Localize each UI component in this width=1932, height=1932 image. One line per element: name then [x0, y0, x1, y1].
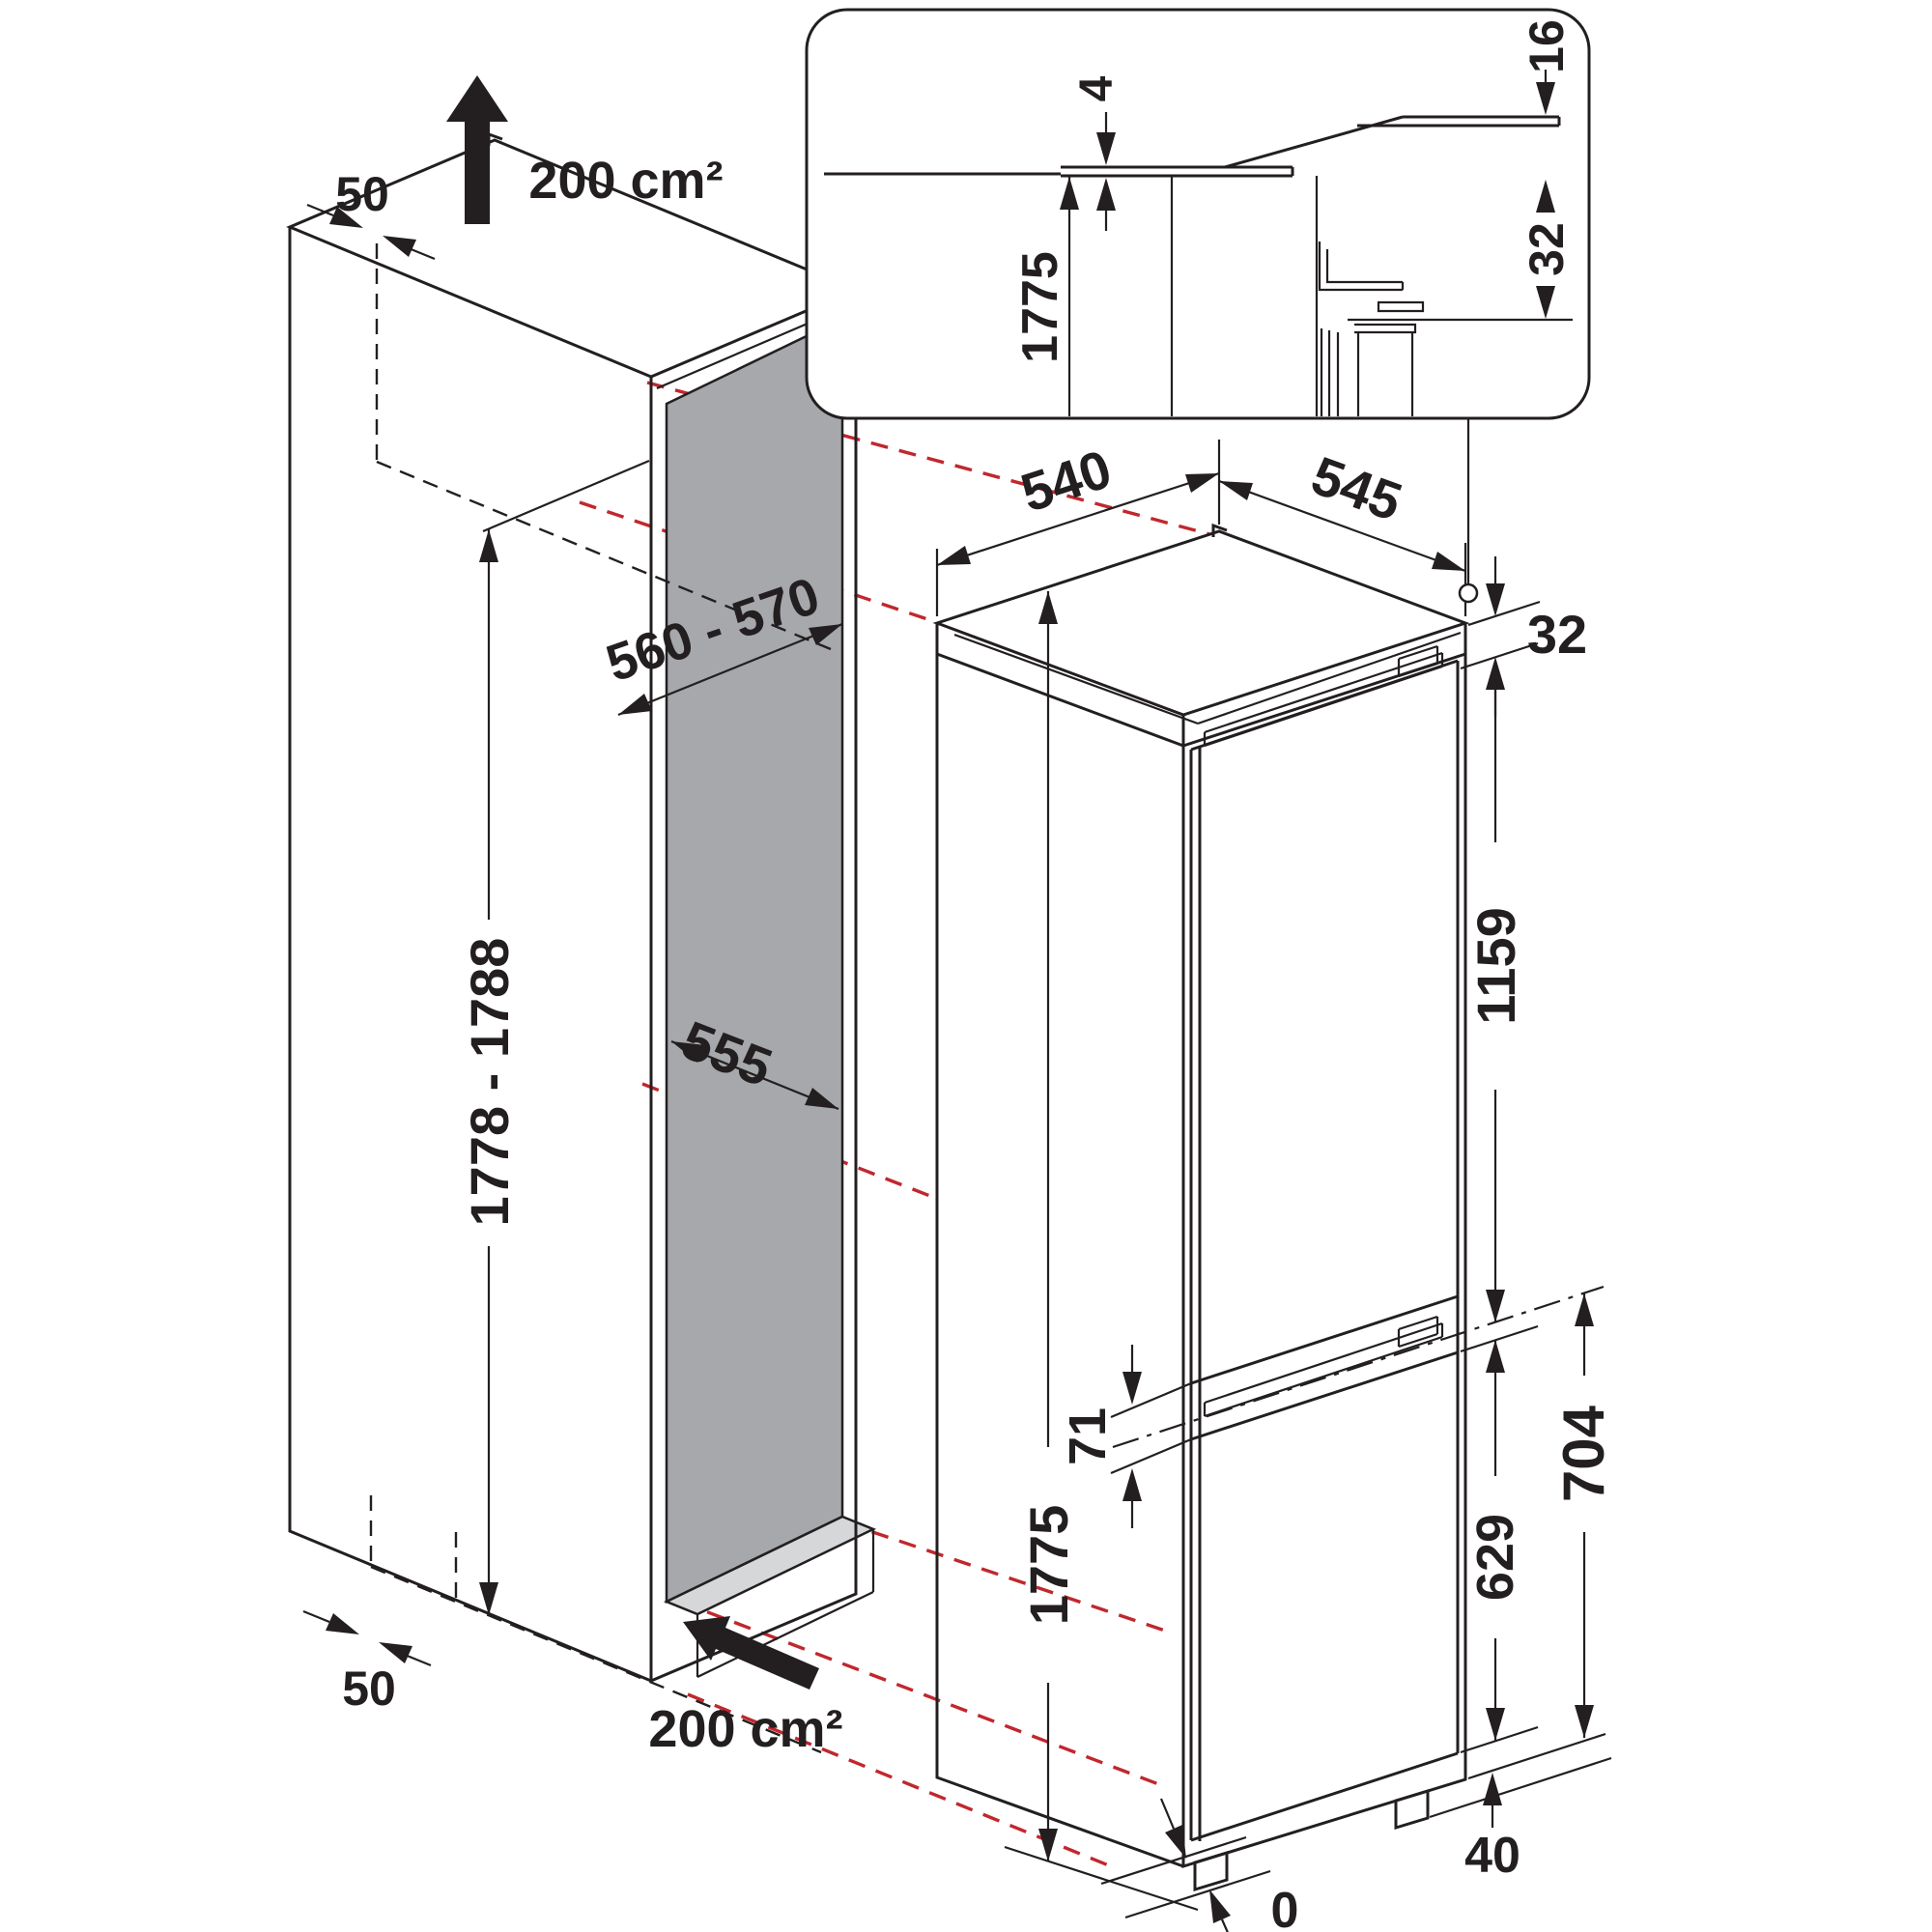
inset-reference-circle	[1458, 582, 1479, 604]
dim-arrows	[1486, 583, 1505, 690]
dim-arrows	[326, 1613, 412, 1663]
fridge-height-label: 1775	[1018, 1505, 1079, 1626]
dim-arrows	[1165, 1825, 1231, 1923]
dim-ext	[1460, 600, 1541, 670]
niche-back-panel	[665, 317, 844, 1604]
dim-inset-panel-thickness: 4	[1071, 75, 1122, 231]
vent-up-arrow	[446, 75, 508, 224]
vent-in-arrow	[683, 1616, 819, 1690]
niche-top-vent-label: 200 cm²	[528, 152, 723, 210]
niche-top-clearance-label: 50	[335, 167, 389, 221]
dim-fridge-height: 1775	[1004, 591, 1199, 1912]
dim-fridge-top-recess: 32	[1458, 418, 1587, 717]
inset-fridge-section	[1170, 176, 1573, 416]
dim-arrows	[1219, 481, 1465, 571]
dim-arrows	[618, 624, 842, 715]
dim-ext	[1460, 1324, 1539, 1754]
dim-arrows	[1536, 82, 1555, 115]
dim-arrows	[1122, 1372, 1142, 1501]
lower-door-height-label: 629	[1466, 1514, 1524, 1601]
dim-niche-bottom-vent: 200 cm²	[648, 1616, 843, 1758]
dim-fridge-top-width: 545	[1218, 444, 1467, 616]
fridge-feet	[1193, 1788, 1430, 1892]
fridge-body	[935, 623, 1467, 1869]
dim-arrows	[1060, 177, 1079, 210]
inset-frame	[805, 8, 1591, 420]
inset-panel-thickness-label: 4	[1071, 75, 1122, 101]
plinth-height-label: 40	[1464, 1828, 1520, 1884]
inset-top-recess-label: 32	[1520, 222, 1574, 276]
upper-door-height-label: 1159	[1465, 907, 1526, 1025]
dim-inset-top-recess: 32	[1520, 180, 1574, 319]
inset-top-overlap-label: 16	[1520, 19, 1574, 73]
dim-lower-door-height: 629	[1460, 1324, 1539, 1754]
dim-arrows	[1096, 132, 1116, 211]
dim-plinth-height: 40	[1429, 1756, 1612, 1884]
niche-height-label: 1778 - 1788	[459, 938, 520, 1227]
fridge-top-recess-label: 32	[1527, 604, 1587, 665]
inset-detail: 4 1775 16 32	[805, 8, 1591, 420]
dim-ext	[1100, 1798, 1271, 1932]
dim-inset-top-overlap: 16	[1520, 19, 1574, 115]
dim-arrows	[1483, 1773, 1502, 1805]
niche-hidden-edges	[369, 243, 832, 1754]
dim-arrows	[671, 1041, 838, 1109]
dim-niche-height: 1778 - 1788	[459, 459, 650, 1615]
dim-arrows	[1486, 1290, 1505, 1322]
fridge-handles	[1203, 644, 1444, 1418]
fridge-top-face	[932, 523, 1470, 717]
niche-bottom-vent-label: 200 cm²	[648, 1700, 842, 1758]
niche-figure	[286, 131, 877, 1754]
dim-lower-section-height: 704	[1467, 1293, 1616, 1780]
dim-ext	[1004, 1845, 1199, 1912]
dim-leaders	[306, 203, 436, 261]
dim-line	[617, 622, 843, 717]
dim-ext	[482, 459, 650, 533]
dim-fridge-top-depth: 540	[935, 438, 1221, 616]
dim-niche-top-vent: 200 cm²	[446, 75, 724, 224]
dim-line	[936, 471, 1220, 567]
fridge-top-width-label: 545	[1304, 444, 1409, 532]
dim-front-clearance: 0	[1100, 1798, 1299, 1932]
dim-ext	[1467, 1732, 1606, 1780]
inset-niche-height-label: 1775	[1012, 251, 1068, 363]
dim-arrows	[329, 207, 416, 257]
door-split-centerline	[1112, 1285, 1605, 1449]
dim-arrows	[937, 473, 1219, 565]
lower-section-height-label: 704	[1551, 1405, 1616, 1502]
dim-upper-door-height: 1159	[1465, 690, 1526, 1322]
dim-door-gap: 71	[1059, 1345, 1192, 1528]
dim-ext	[1429, 1756, 1612, 1819]
fridge-figure	[932, 523, 1605, 1892]
fridge-top-recess-lip	[953, 631, 1462, 725]
dim-niche-top-clearance: 50	[306, 167, 436, 261]
dim-ext	[1110, 1381, 1192, 1475]
inset-cabinet-section	[824, 115, 1561, 178]
fridge-doors	[1189, 659, 1460, 1842]
door-gap-label: 71	[1059, 1407, 1117, 1465]
dim-inset-niche-height: 1775	[1012, 177, 1079, 416]
dim-niche-bottom-clearance: 50	[302, 1609, 432, 1716]
front-clearance-label: 0	[1271, 1883, 1299, 1932]
dim-arrows	[1536, 180, 1555, 319]
dim-line	[1218, 479, 1466, 573]
dim-leaders	[302, 1609, 432, 1667]
niche-bottom-clearance-label: 50	[342, 1662, 396, 1716]
